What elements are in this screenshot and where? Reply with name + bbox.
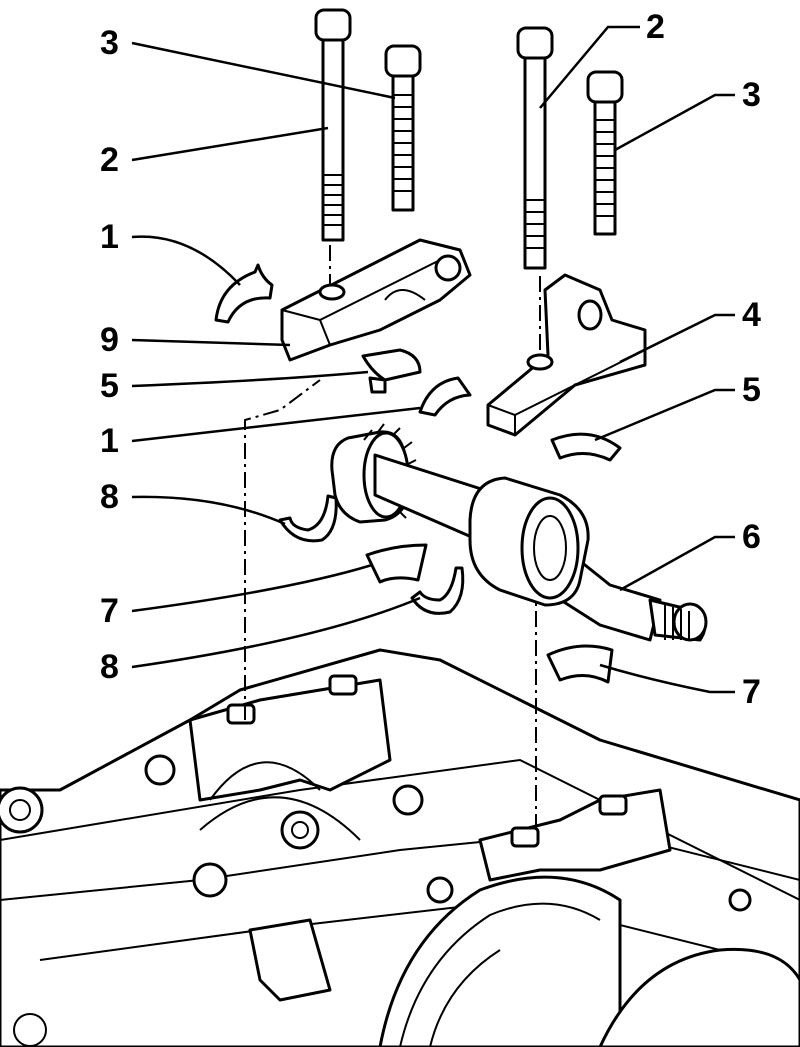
- bolt-short-right: [586, 70, 624, 236]
- leader-lines: [131, 25, 735, 694]
- callout-8-top: 8: [100, 478, 119, 516]
- callout-5-left: 5: [100, 367, 119, 405]
- callout-6: 6: [742, 518, 761, 556]
- bolt-long-right: [516, 26, 554, 270]
- thrust-washers: [214, 263, 472, 615]
- callout-5-right: 5: [742, 371, 761, 409]
- bolt-short-left: [384, 44, 422, 212]
- bolt-long-left: [314, 8, 352, 242]
- engine-block: [0, 648, 800, 1047]
- callout-3-left: 3: [100, 24, 119, 62]
- callout-2-left: 2: [100, 141, 119, 179]
- callout-3-right: 3: [742, 76, 761, 114]
- shaft-assembly: [330, 423, 708, 642]
- callout-2-right: 2: [646, 8, 665, 46]
- bearing-shells: [361, 348, 622, 684]
- callout-9: 9: [100, 321, 119, 359]
- callout-1-top: 1: [100, 218, 119, 256]
- callout-4: 4: [742, 296, 761, 334]
- callout-1-mid: 1: [100, 422, 119, 460]
- bearing-cap-right: [486, 273, 647, 437]
- bearing-cap-left: [280, 238, 472, 362]
- callout-8-bottom: 8: [100, 648, 119, 686]
- callout-7-left: 7: [100, 592, 119, 630]
- assembly-guide-lines: [244, 235, 541, 830]
- callout-7-right: 7: [742, 673, 761, 711]
